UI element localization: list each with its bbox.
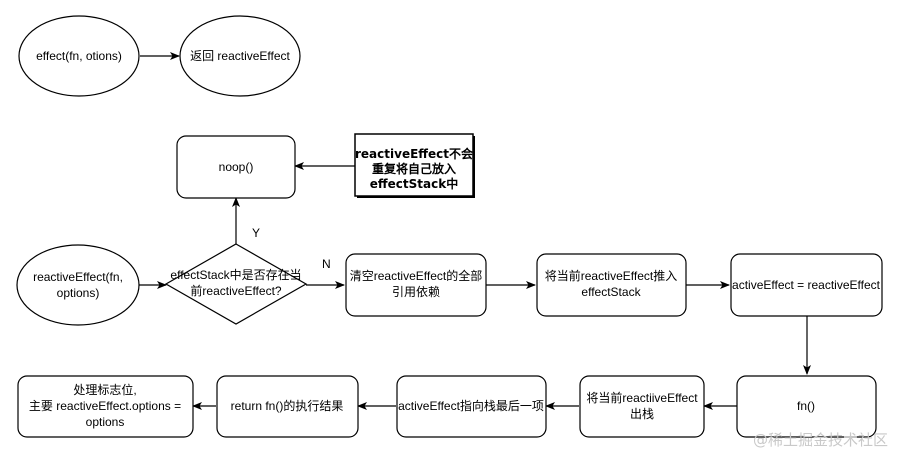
node-fn-call-label: fn() — [797, 399, 815, 413]
node-reactive-effect: reactiveEffect(fn, options) — [16, 244, 140, 326]
node-active-last: activeEffect指向栈最后一项 — [396, 375, 547, 438]
node-flags-line-1: 处理标志位, — [73, 382, 136, 397]
node-clear-line-1: 清空reactiveEffect的全部 — [350, 268, 482, 283]
node-push-line-1: 将当前reactiveEffect推入 — [545, 268, 677, 283]
node-push: 将当前reactiveEffect推入 effectStack — [536, 253, 687, 317]
node-return-effect-label: 返回 reactiveEffect — [190, 49, 290, 63]
node-return-effect: 返回 reactiveEffect — [179, 15, 301, 97]
watermark: @稀土掘金技术社区 — [753, 431, 888, 449]
note-line-3: effectStack中 — [370, 176, 458, 191]
node-effect-label: effect(fn, otions) — [36, 49, 122, 63]
edges — [139, 52, 811, 410]
node-decision-line-2: 前reactiveEffect? — [190, 283, 281, 298]
edge-label-no: N — [322, 257, 331, 271]
note-line-1: reactiveEffect不会 — [355, 146, 474, 161]
node-flags-line-2: 主要 reactiveEffect.options = — [29, 399, 181, 413]
node-note: reactiveEffect不会 重复将自己放入 effectStack中 — [354, 133, 475, 198]
node-active-set: activeEffect = reactiveEffect — [730, 253, 883, 317]
node-decision-line-1: effectStack中是否存在当 — [170, 267, 301, 282]
node-push-line-2: effectStack — [581, 285, 641, 299]
node-pop: 将当前reactiiveEffect 出栈 — [579, 375, 705, 438]
node-decision: effectStack中是否存在当 前reactiveEffect? — [164, 243, 308, 325]
node-reactive-effect-line-1: reactiveEffect(fn, — [33, 270, 123, 284]
note-line-2: 重复将自己放入 — [372, 161, 456, 176]
node-pop-line-2: 出栈 — [630, 406, 654, 421]
node-flags: 处理标志位, 主要 reactiveEffect.options = optio… — [17, 375, 194, 438]
node-noop: noop() — [176, 135, 296, 199]
node-reactive-effect-line-2: options) — [57, 286, 100, 300]
edge-label-yes: Y — [252, 226, 260, 240]
node-active-last-label: activeEffect指向栈最后一项 — [398, 398, 544, 413]
node-return-fn-label: return fn()的执行结果 — [231, 398, 344, 413]
node-clear: 清空reactiveEffect的全部 引用依赖 — [345, 253, 487, 317]
node-clear-line-2: 引用依赖 — [392, 284, 440, 299]
node-flags-line-3: options — [86, 415, 125, 429]
node-effect: effect(fn, otions) — [18, 15, 140, 97]
node-active-set-label: activeEffect = reactiveEffect — [732, 278, 881, 292]
node-return-fn: return fn()的执行结果 — [216, 375, 359, 438]
node-fn-call: fn() — [736, 375, 877, 438]
node-noop-label: noop() — [219, 160, 254, 174]
node-pop-line-1: 将当前reactiiveEffect — [586, 390, 698, 405]
